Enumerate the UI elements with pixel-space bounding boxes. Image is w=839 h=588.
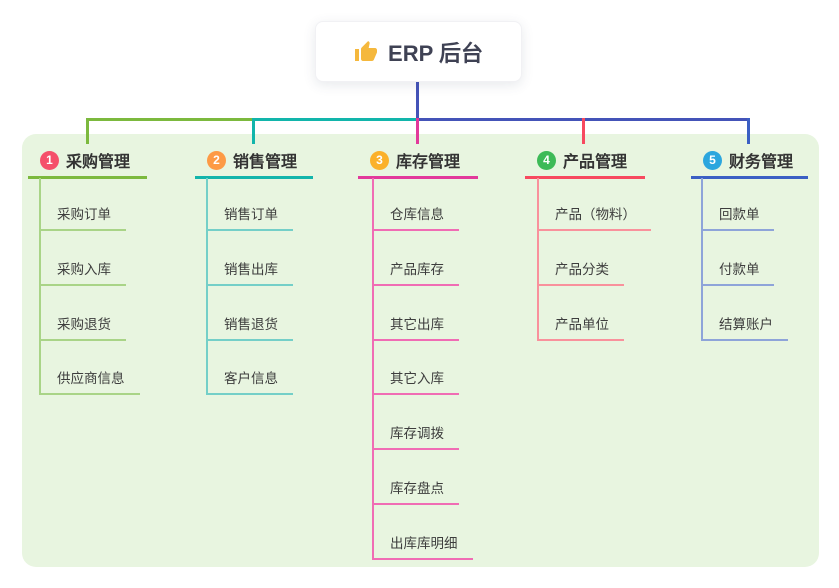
- branch-title-label: 产品管理: [563, 154, 628, 171]
- branch-children-line: [537, 178, 539, 341]
- child-node-product-1[interactable]: 产品（物料）: [555, 207, 636, 222]
- branch-number-badge: 2: [207, 150, 226, 170]
- branch-number-badge: 1: [40, 150, 59, 170]
- child-node-sales-3[interactable]: 销售退货: [224, 316, 278, 332]
- child-node-product-3[interactable]: 产品单位: [555, 316, 609, 332]
- connector-drop-sales: [251, 118, 255, 144]
- child-node-inventory-2[interactable]: 产品库存: [390, 261, 444, 277]
- child-underline: [372, 229, 459, 231]
- branch-title-label: 销售管理: [233, 154, 298, 171]
- branch-children-line: [701, 178, 703, 341]
- branch-title-inventory[interactable]: 3 库存管理: [370, 147, 460, 173]
- branch-title-product[interactable]: 4 产品管理: [537, 147, 627, 173]
- child-node-sales-2[interactable]: 销售出库: [224, 261, 278, 277]
- child-node-inventory-7[interactable]: 出库库明细: [390, 535, 458, 551]
- child-underline: [39, 229, 126, 231]
- child-underline: [537, 229, 652, 231]
- child-underline: [206, 393, 293, 396]
- connector-drop-product: [581, 118, 585, 144]
- child-underline: [701, 283, 775, 286]
- thumbs-up-icon: [354, 40, 378, 64]
- branch-title-label: 采购管理: [66, 154, 131, 171]
- child-underline: [372, 448, 459, 451]
- child-underline: [39, 393, 140, 396]
- child-underline: [701, 229, 775, 231]
- child-underline: [39, 283, 126, 286]
- root-label: ERP 后台: [388, 40, 483, 66]
- child-node-finance-3[interactable]: 结算账户: [719, 316, 773, 332]
- child-node-purchase-1[interactable]: 采购订单: [57, 207, 111, 222]
- child-node-sales-4[interactable]: 客户信息: [224, 371, 278, 387]
- branch-underline: [195, 176, 313, 179]
- connector-drop-purchase: [85, 118, 89, 144]
- child-underline: [39, 338, 126, 341]
- connector-segment: [87, 118, 253, 121]
- connector-drop-inventory: [415, 118, 419, 144]
- child-node-product-2[interactable]: 产品分类: [555, 261, 609, 277]
- child-underline: [372, 283, 459, 286]
- branch-title-label: 财务管理: [729, 154, 794, 171]
- child-underline: [372, 338, 459, 341]
- child-node-finance-2[interactable]: 付款单: [719, 261, 760, 277]
- child-node-inventory-4[interactable]: 其它入库: [390, 371, 444, 387]
- branch-number-badge: 4: [537, 150, 556, 170]
- child-underline: [537, 338, 624, 341]
- child-node-inventory-1[interactable]: 仓库信息: [390, 207, 444, 222]
- branch-children-line: [206, 178, 208, 396]
- branch-underline: [691, 176, 808, 179]
- child-node-inventory-3[interactable]: 其它出库: [390, 316, 444, 332]
- child-underline: [372, 503, 459, 505]
- branch-number-badge: 3: [370, 150, 389, 170]
- branch-underline: [525, 176, 645, 179]
- branch-title-label: 库存管理: [396, 154, 461, 171]
- child-node-inventory-5[interactable]: 库存调拨: [390, 426, 444, 442]
- child-node-sales-1[interactable]: 销售订单: [224, 207, 278, 222]
- connector-segment: [253, 118, 417, 121]
- child-underline: [537, 283, 624, 286]
- branch-underline: [358, 176, 478, 179]
- branch-children-line: [372, 178, 374, 560]
- child-underline: [206, 283, 293, 286]
- child-node-finance-1[interactable]: 回款单: [719, 207, 760, 222]
- branch-title-finance[interactable]: 5 财务管理: [703, 147, 793, 173]
- branch-title-purchase[interactable]: 1 采购管理: [40, 147, 130, 173]
- child-underline: [372, 393, 459, 396]
- child-node-purchase-2[interactable]: 采购入库: [57, 261, 111, 277]
- child-underline: [372, 557, 473, 560]
- child-node-purchase-4[interactable]: 供应商信息: [57, 371, 125, 387]
- connector-drop-finance: [746, 118, 750, 144]
- root-connector-drop: [416, 82, 419, 119]
- root-node[interactable]: ERP 后台: [315, 21, 522, 82]
- branch-number-badge: 5: [703, 150, 722, 170]
- child-underline: [206, 229, 293, 231]
- branch-underline: [28, 176, 147, 179]
- child-node-inventory-6[interactable]: 库存盘点: [390, 481, 444, 496]
- child-underline: [701, 338, 788, 341]
- child-underline: [206, 338, 293, 341]
- child-node-purchase-3[interactable]: 采购退货: [57, 316, 111, 332]
- branch-children-line: [39, 178, 41, 396]
- branch-title-sales[interactable]: 2 销售管理: [207, 147, 297, 173]
- branches-panel: [22, 134, 819, 567]
